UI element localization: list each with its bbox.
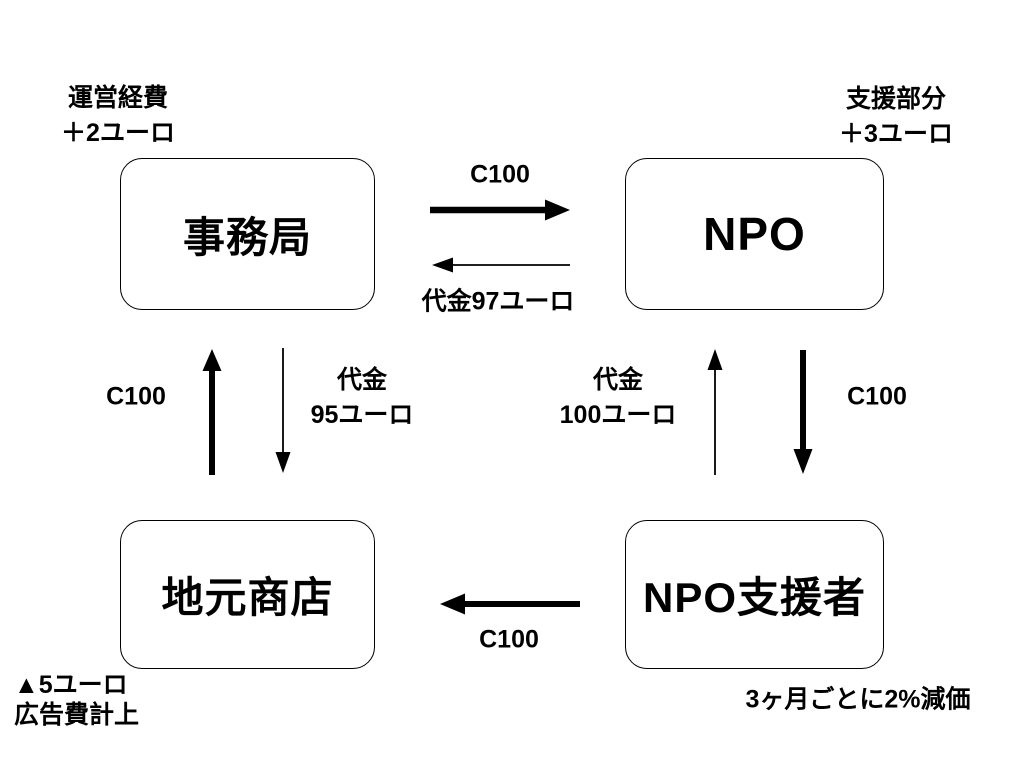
note-npo: 支援部分 ＋3ユーロ	[839, 82, 953, 152]
arrow-office-to-npo-head	[545, 199, 570, 221]
node-npo-supporters: NPO支援者	[625, 520, 884, 669]
node-local-shops-label: 地元商店	[161, 574, 334, 621]
arrow-npo-to-supporters-head	[793, 449, 813, 474]
note-npo-supporters: 3ヶ月ごとに2%減価	[745, 685, 971, 714]
note-office-line1: 運営経費	[67, 84, 168, 112]
flow-label-c100-right: C100	[847, 382, 907, 411]
arrow-office-to-shops	[275, 348, 291, 473]
node-npo-label: NPO	[703, 208, 806, 260]
flow-label-c100-top: C100	[470, 160, 530, 189]
arrow-npo-to-office	[432, 257, 570, 273]
flow-label-payment-100-line2: 100ユーロ	[559, 401, 677, 429]
arrow-shops-to-office-head	[202, 349, 222, 371]
arrow-supporters-to-npo-head	[707, 349, 723, 370]
arrow-office-to-shops-head	[275, 452, 291, 473]
flow-label-payment-100-line1: 代金	[592, 366, 643, 394]
flow-label-payment-95-line1: 代金	[336, 366, 387, 394]
flow-label-c100-left: C100	[106, 382, 166, 411]
node-local-shops: 地元商店	[120, 520, 375, 669]
note-local-shops: ▲5ユーロ 広告費計上	[14, 670, 139, 730]
arrow-npo-to-supporters	[793, 350, 813, 474]
arrow-shops-to-office	[202, 349, 222, 475]
flow-label-payment-95: 代金 95ユーロ	[311, 363, 414, 433]
arrow-npo-to-office-head	[432, 257, 453, 273]
arrow-supporters-to-npo	[707, 349, 723, 475]
arrow-office-to-npo	[430, 199, 570, 221]
node-office-label: 事務局	[182, 213, 312, 261]
arrow-supporters-to-shops	[440, 593, 580, 615]
flow-label-payment-100: 代金 100ユーロ	[560, 363, 677, 433]
flow-label-c100-bottom: C100	[479, 625, 539, 654]
flow-label-payment-95-line2: 95ユーロ	[310, 401, 414, 429]
flow-label-payment-97: 代金97ユーロ	[421, 287, 575, 316]
node-office: 事務局	[120, 158, 375, 310]
arrow-supporters-to-shops-head	[440, 593, 465, 615]
note-office-line2: ＋2ユーロ	[61, 119, 175, 147]
note-npo-line2: ＋3ユーロ	[839, 120, 953, 148]
note-office: 運営経費 ＋2ユーロ	[61, 81, 175, 151]
node-npo-supporters-label: NPO支援者	[642, 574, 866, 621]
note-npo-line1: 支援部分	[845, 85, 946, 113]
note-local-shops-line1: ▲5ユーロ	[14, 671, 128, 699]
node-npo: NPO	[625, 158, 884, 310]
note-local-shops-line2: 広告費計上	[14, 701, 140, 729]
